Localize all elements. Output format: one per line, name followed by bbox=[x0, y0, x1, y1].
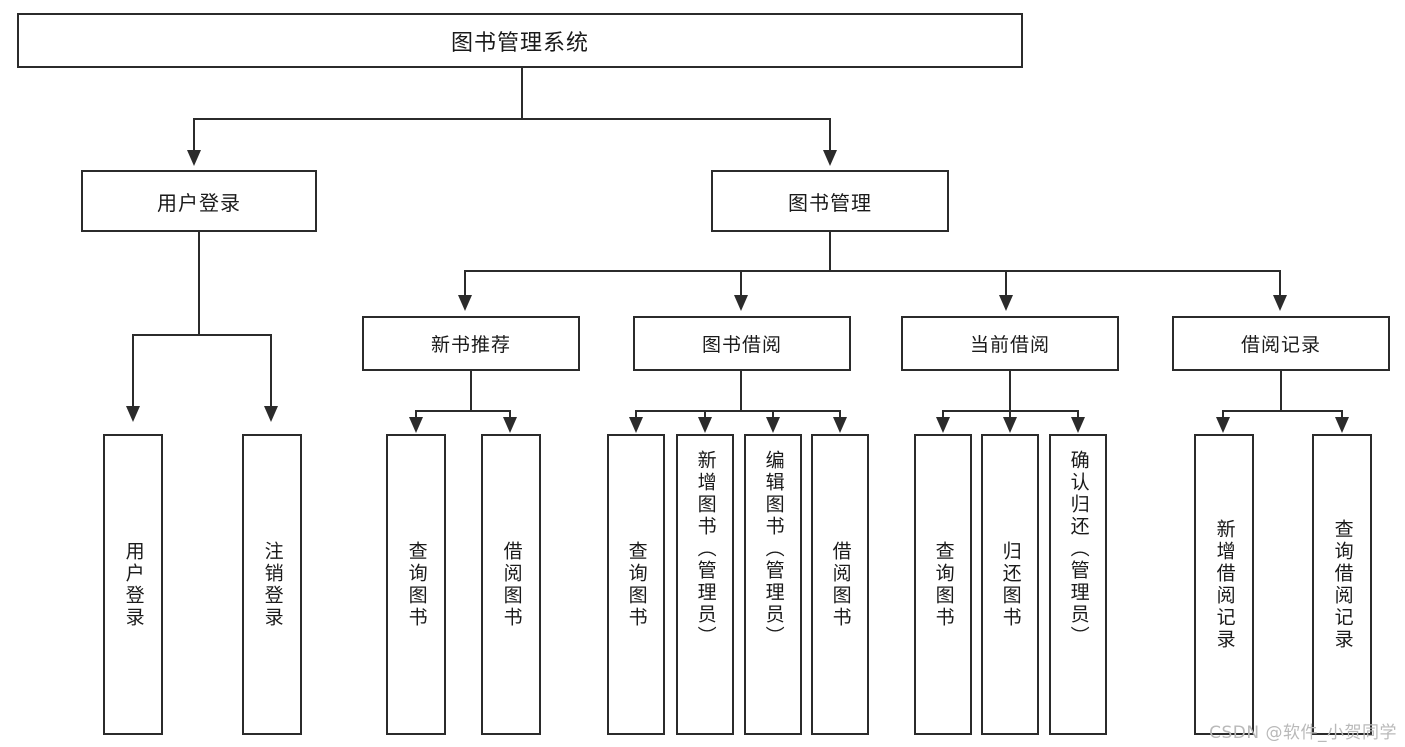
arrowhead-icon bbox=[126, 406, 140, 422]
connector-to-new-book-recommend bbox=[464, 270, 466, 298]
connector-new-book-recommend-stem bbox=[470, 371, 472, 412]
node-label: 查询借阅记录 bbox=[1331, 518, 1354, 651]
arrowhead-icon bbox=[458, 295, 472, 311]
leaf-bb-add-book-admin[interactable]: 新增图书（管理员） bbox=[676, 434, 734, 735]
connector-book-management-stem bbox=[829, 232, 831, 272]
arrowhead-icon bbox=[823, 150, 837, 166]
node-label: 图书管理 bbox=[788, 190, 872, 215]
node-label: 借阅记录 bbox=[1240, 334, 1321, 356]
connector-book-management-bus bbox=[464, 270, 1281, 272]
arrowhead-icon bbox=[629, 417, 643, 433]
arrowhead-icon bbox=[766, 417, 780, 433]
connector-new-book-recommend-bus bbox=[415, 410, 511, 412]
node-root-library-management-system[interactable]: 图书管理系统 bbox=[17, 13, 1023, 68]
arrowhead-icon bbox=[1273, 295, 1287, 311]
node-book-management[interactable]: 图书管理 bbox=[711, 170, 949, 232]
node-label: 用户登录 bbox=[122, 540, 145, 629]
connector-user-login-stem bbox=[198, 232, 200, 336]
leaf-nbr-borrow-book[interactable]: 借阅图书 bbox=[481, 434, 541, 735]
node-label: 查询图书 bbox=[405, 540, 428, 629]
node-label: 确认归还（管理员） bbox=[1067, 450, 1090, 648]
connector-borrow-record-bus bbox=[1222, 410, 1342, 412]
connector-to-borrow-record bbox=[1279, 270, 1281, 298]
leaf-user-login[interactable]: 用户登录 bbox=[103, 434, 163, 735]
node-label: 用户登录 bbox=[157, 190, 241, 215]
leaf-bb-edit-book-admin[interactable]: 编辑图书（管理员） bbox=[744, 434, 802, 735]
leaf-bb-borrow-book[interactable]: 借阅图书 bbox=[811, 434, 869, 735]
connector-root-to-user-login bbox=[193, 118, 195, 154]
node-borrow-record[interactable]: 借阅记录 bbox=[1172, 316, 1390, 371]
leaf-nbr-query-book[interactable]: 查询图书 bbox=[386, 434, 446, 735]
arrowhead-icon bbox=[833, 417, 847, 433]
arrowhead-icon bbox=[409, 417, 423, 433]
node-current-borrow[interactable]: 当前借阅 bbox=[901, 316, 1119, 371]
arrowhead-icon bbox=[1335, 417, 1349, 433]
node-label: 图书管理系统 bbox=[450, 30, 589, 56]
node-label: 借阅图书 bbox=[829, 540, 852, 629]
node-label: 编辑图书（管理员） bbox=[762, 450, 785, 648]
connector-book-borrow-stem bbox=[740, 371, 742, 412]
arrowhead-icon bbox=[999, 295, 1013, 311]
arrowhead-icon bbox=[936, 417, 950, 433]
arrowhead-icon bbox=[187, 150, 201, 166]
arrowhead-icon bbox=[264, 406, 278, 422]
connector-root-bus bbox=[193, 118, 830, 120]
node-book-borrow[interactable]: 图书借阅 bbox=[633, 316, 851, 371]
node-label: 查询图书 bbox=[625, 540, 648, 629]
csdn-watermark: CSDN @软件_小贺同学 bbox=[1209, 723, 1397, 743]
node-label: 归还图书 bbox=[999, 540, 1022, 629]
node-label: 新增借阅记录 bbox=[1213, 518, 1236, 651]
connector-root-stem bbox=[521, 68, 523, 120]
leaf-cb-confirm-return-admin[interactable]: 确认归还（管理员） bbox=[1049, 434, 1107, 735]
leaf-br-query-record[interactable]: 查询借阅记录 bbox=[1312, 434, 1372, 735]
leaf-br-add-record[interactable]: 新增借阅记录 bbox=[1194, 434, 1254, 735]
node-label: 借阅图书 bbox=[500, 540, 523, 629]
connector-user-login-bus bbox=[132, 334, 272, 336]
node-user-login[interactable]: 用户登录 bbox=[81, 170, 317, 232]
node-label: 当前借阅 bbox=[969, 334, 1050, 356]
leaf-cb-return-book[interactable]: 归还图书 bbox=[981, 434, 1039, 735]
node-label: 新书推荐 bbox=[430, 334, 511, 356]
connector-borrow-record-stem bbox=[1280, 371, 1282, 412]
arrowhead-icon bbox=[503, 417, 517, 433]
arrowhead-icon bbox=[1003, 417, 1017, 433]
connector-book-borrow-bus bbox=[635, 410, 840, 412]
connector-user-login-to-leaf-1 bbox=[132, 334, 134, 410]
connector-user-login-to-leaf-2 bbox=[270, 334, 272, 410]
connector-current-borrow-stem bbox=[1009, 371, 1011, 412]
leaf-bb-query-book[interactable]: 查询图书 bbox=[607, 434, 665, 735]
leaf-logout-login[interactable]: 注销登录 bbox=[242, 434, 302, 735]
node-label: 新增图书（管理员） bbox=[694, 450, 717, 648]
connector-root-to-book-management bbox=[829, 118, 831, 154]
arrowhead-icon bbox=[1071, 417, 1085, 433]
node-new-book-recommend[interactable]: 新书推荐 bbox=[362, 316, 580, 371]
node-label: 注销登录 bbox=[261, 540, 284, 629]
connector-to-book-borrow bbox=[740, 270, 742, 298]
connector-to-current-borrow bbox=[1005, 270, 1007, 298]
arrowhead-icon bbox=[734, 295, 748, 311]
node-label: 查询图书 bbox=[932, 540, 955, 629]
leaf-cb-query-book[interactable]: 查询图书 bbox=[914, 434, 972, 735]
node-label: 图书借阅 bbox=[701, 334, 782, 356]
arrowhead-icon bbox=[1216, 417, 1230, 433]
arrowhead-icon bbox=[698, 417, 712, 433]
